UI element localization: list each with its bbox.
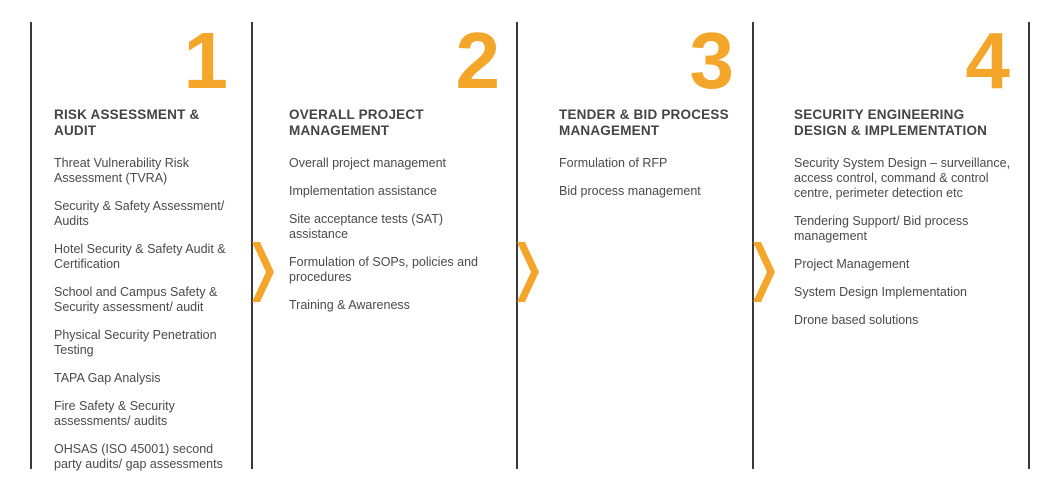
list-item: Physical Security Penetration Testing [54,328,217,357]
step-title: TENDER & BID PROCESS MANAGEMENT [559,107,729,138]
list-item: Formulation of SOPs, policies and proced… [289,255,478,284]
list-item: Project Management [794,257,910,271]
list-item: Bid process management [559,184,701,198]
step-title: RISK ASSESSMENT & AUDIT [54,107,200,138]
list-item: Implementation assistance [289,184,437,198]
list-item: Security System Design – surveillance, a… [794,156,1011,200]
chevron-right-icon [252,242,274,302]
chevron-right-icon [517,242,539,302]
list-item: Drone based solutions [794,313,919,327]
step-number: 2 [455,16,501,105]
divider-line-2 [516,22,518,469]
step-title: SECURITY ENGINEERING DESIGN & IMPLEMENTA… [794,107,988,138]
step-number: 3 [689,16,735,105]
chevron-right-icon [753,242,775,302]
list-item: OHSAS (ISO 45001) second party audits/ g… [54,442,223,471]
divider-line-1 [251,22,253,469]
divider-line-4 [1028,22,1030,469]
list-item: Formulation of RFP [559,156,668,170]
list-item: Tendering Support/ Bid process managemen… [794,214,969,243]
step-number: 4 [965,16,1011,105]
divider-line-3 [752,22,754,469]
step-number: 1 [183,16,229,105]
list-item: TAPA Gap Analysis [54,371,161,385]
step-item-list: Security System Design – surveillance, a… [794,156,1012,341]
step-title: OVERALL PROJECT MANAGEMENT [289,107,424,138]
step-item-list: Threat Vulnerability Risk Assessment (TV… [54,156,234,485]
step-item-list: Overall project management Implementatio… [289,156,504,326]
step-item-list: Formulation of RFP Bid process managemen… [559,156,739,212]
list-item: Hotel Security & Safety Audit & Certific… [54,242,226,271]
list-item: Site acceptance tests (SAT) assistance [289,212,443,241]
list-item: Security & Safety Assessment/ Audits [54,199,225,228]
list-item: School and Campus Safety & Security asse… [54,285,218,314]
list-item: System Design Implementation [794,285,967,299]
list-item: Training & Awareness [289,298,410,312]
list-item: Fire Safety & Security assessments/ audi… [54,399,175,428]
list-item: Overall project management [289,156,447,170]
divider-line-0 [30,22,32,469]
list-item: Threat Vulnerability Risk Assessment (TV… [54,156,190,185]
